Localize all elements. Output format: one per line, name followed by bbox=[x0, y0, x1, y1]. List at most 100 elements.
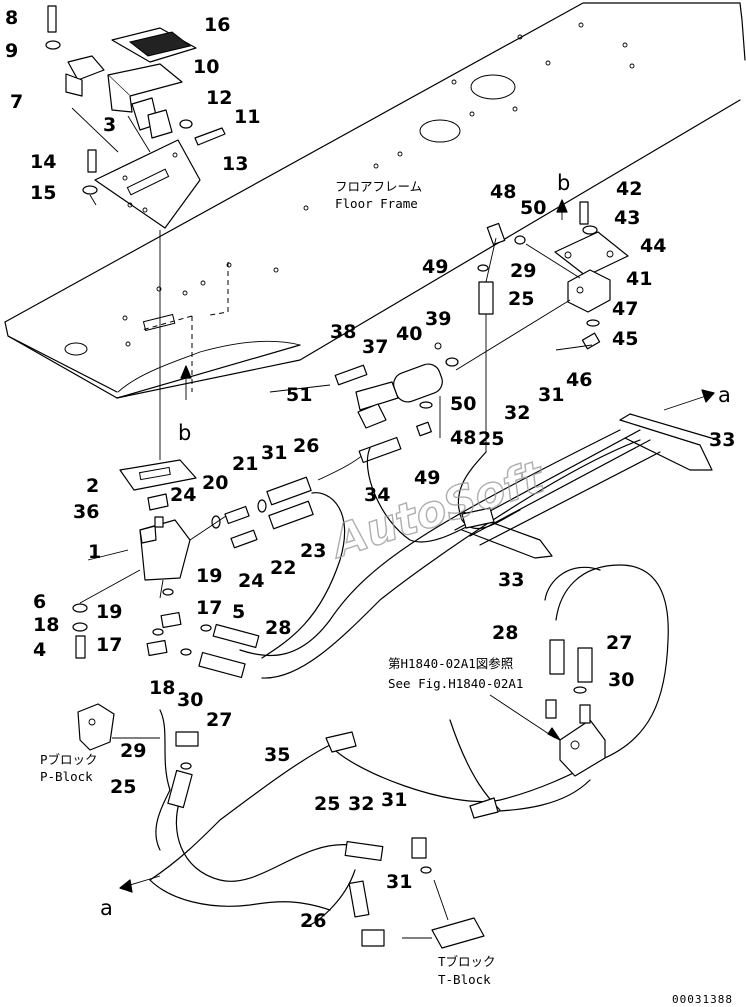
callout-32: 32 bbox=[504, 402, 530, 424]
callout-29: 29 bbox=[120, 740, 146, 762]
callout-14: 14 bbox=[30, 151, 56, 173]
valve-block-right bbox=[489, 639, 606, 777]
callout-36: 36 bbox=[73, 501, 99, 523]
callout-22: 22 bbox=[270, 557, 296, 579]
callout-44: 44 bbox=[640, 235, 666, 257]
solenoid-assembly bbox=[269, 342, 459, 464]
callout-49: 49 bbox=[422, 256, 448, 278]
callout-30: 30 bbox=[177, 689, 203, 711]
callout-25: 25 bbox=[508, 288, 534, 310]
arrow-a-label-right: a bbox=[718, 383, 731, 407]
see-fig-label-jp: 第H1840-02A1図参照 bbox=[388, 656, 513, 671]
callout-17: 17 bbox=[96, 634, 122, 656]
callout-2: 2 bbox=[86, 475, 99, 497]
callout-5: 5 bbox=[232, 601, 245, 623]
callout-11: 11 bbox=[234, 106, 260, 128]
callout-31: 31 bbox=[261, 442, 287, 464]
callout-16: 16 bbox=[204, 14, 230, 36]
callout-20: 20 bbox=[202, 472, 228, 494]
callout-25: 25 bbox=[478, 428, 504, 450]
callout-18: 18 bbox=[33, 614, 59, 636]
fittings-lower bbox=[146, 588, 260, 679]
callout-37: 37 bbox=[362, 336, 388, 358]
callout-35: 35 bbox=[264, 744, 290, 766]
callout-24: 24 bbox=[238, 570, 264, 592]
arrow-a-right bbox=[663, 389, 715, 411]
pedal-assembly bbox=[45, 5, 226, 460]
callout-31: 31 bbox=[381, 789, 407, 811]
callout-29: 29 bbox=[510, 260, 536, 282]
callout-9: 9 bbox=[5, 40, 18, 62]
arrow-a-label-bottom: a bbox=[100, 896, 113, 920]
callout-34: 34 bbox=[364, 484, 390, 506]
p-block bbox=[77, 703, 199, 809]
floor-frame-plate bbox=[4, 2, 746, 399]
callout-13: 13 bbox=[222, 153, 248, 175]
callout-38: 38 bbox=[330, 321, 356, 343]
arrow-a-bottom bbox=[119, 875, 161, 893]
callout-19: 19 bbox=[96, 601, 122, 623]
callout-31: 31 bbox=[386, 871, 412, 893]
callout-12: 12 bbox=[206, 87, 232, 109]
callout-31: 31 bbox=[538, 384, 564, 406]
callout-48: 48 bbox=[450, 427, 476, 449]
callout-51: 51 bbox=[286, 384, 312, 406]
callout-46: 46 bbox=[566, 369, 592, 391]
callout-21: 21 bbox=[232, 453, 258, 475]
callout-1: 1 bbox=[88, 541, 101, 563]
callout-50: 50 bbox=[450, 393, 476, 415]
callout-15: 15 bbox=[30, 182, 56, 204]
callout-6: 6 bbox=[33, 591, 46, 613]
callout-26: 26 bbox=[293, 435, 319, 457]
arrow-b-label-upper: b bbox=[557, 171, 570, 195]
p-block-label-en: P-Block bbox=[40, 769, 93, 784]
callout-17: 17 bbox=[196, 597, 222, 619]
callout-4: 4 bbox=[33, 639, 46, 661]
callout-39: 39 bbox=[425, 308, 451, 330]
floor-frame-label-en: Floor Frame bbox=[335, 196, 418, 211]
see-fig-label-en: See Fig.H1840-02A1 bbox=[388, 676, 523, 691]
callout-28: 28 bbox=[492, 622, 518, 644]
callout-42: 42 bbox=[616, 178, 642, 200]
callout-7: 7 bbox=[10, 91, 23, 113]
p-block-label-jp: Pブロック bbox=[40, 752, 98, 767]
callout-50: 50 bbox=[520, 197, 546, 219]
callout-26: 26 bbox=[300, 910, 326, 932]
t-block-label-en: T-Block bbox=[438, 972, 491, 987]
callout-47: 47 bbox=[612, 298, 638, 320]
document-number: 00031388 bbox=[672, 993, 733, 1006]
callout-23: 23 bbox=[300, 540, 326, 562]
callout-25: 25 bbox=[314, 793, 340, 815]
routing-b-left bbox=[117, 262, 301, 400]
callout-28: 28 bbox=[265, 617, 291, 639]
callout-27: 27 bbox=[606, 632, 632, 654]
callout-40: 40 bbox=[396, 323, 422, 345]
callout-25: 25 bbox=[110, 776, 136, 798]
callout-33: 33 bbox=[709, 429, 735, 451]
callout-30: 30 bbox=[608, 669, 634, 691]
callout-24: 24 bbox=[170, 484, 196, 506]
callout-18: 18 bbox=[149, 677, 175, 699]
callout-10: 10 bbox=[193, 56, 219, 78]
t-block-area bbox=[344, 837, 485, 949]
callout-33: 33 bbox=[498, 569, 524, 591]
pilot-valve-assembly bbox=[72, 459, 197, 659]
callout-3: 3 bbox=[103, 114, 116, 136]
callout-41: 41 bbox=[626, 268, 652, 290]
valve-block-upper bbox=[455, 199, 629, 452]
callout-48: 48 bbox=[490, 181, 516, 203]
fittings-upper bbox=[189, 447, 371, 549]
arrow-b-label-lower: b bbox=[178, 421, 191, 445]
callout-27: 27 bbox=[206, 709, 232, 731]
t-block-label-jp: Tブロック bbox=[438, 954, 496, 969]
floor-frame-label-jp: フロアフレーム bbox=[335, 179, 422, 194]
callout-8: 8 bbox=[5, 7, 18, 29]
callout-45: 45 bbox=[612, 328, 638, 350]
callout-43: 43 bbox=[614, 207, 640, 229]
callout-19: 19 bbox=[196, 565, 222, 587]
callout-49: 49 bbox=[414, 467, 440, 489]
clamps bbox=[325, 507, 499, 819]
callout-32: 32 bbox=[348, 793, 374, 815]
